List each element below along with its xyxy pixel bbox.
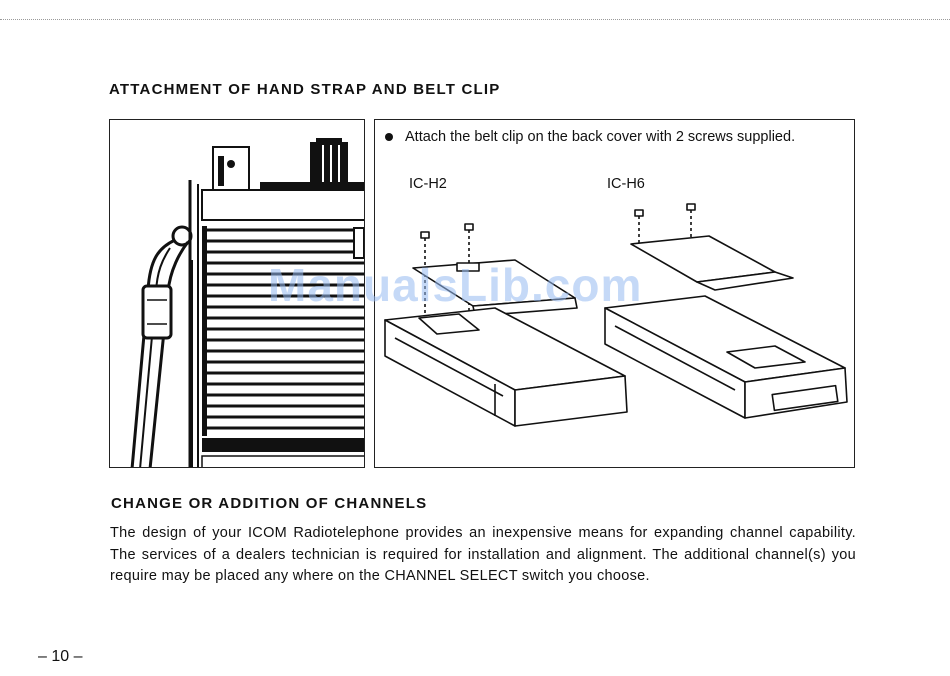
radio-side-view-drawing [130, 138, 364, 467]
model-label-ic-h2: IC-H2 [409, 176, 447, 192]
channels-paragraph: The design of your ICOM Radiotelephone p… [110, 525, 856, 585]
page-number: – 10 – [38, 648, 83, 665]
belt-clip-drawing [384, 203, 848, 427]
top-rule [0, 19, 950, 20]
instruction-text: Attach the belt clip on the back cover w… [405, 129, 796, 145]
instruction-bullet: Attach the belt clip on the back cover w… [385, 126, 845, 148]
screw-icon [686, 203, 696, 242]
hand-strap-illustration [109, 119, 365, 468]
section-heading-hand-strap: ATTACHMENT OF HAND STRAP AND BELT CLIP [109, 81, 501, 98]
bullet-icon [385, 133, 393, 141]
section-heading-channels: CHANGE OR ADDITION OF CHANNELS [111, 495, 428, 512]
model-label-ic-h6: IC-H6 [607, 176, 645, 192]
belt-clip-illustration: Attach the belt clip on the back cover w… [374, 119, 855, 468]
screw-icon [420, 231, 430, 320]
